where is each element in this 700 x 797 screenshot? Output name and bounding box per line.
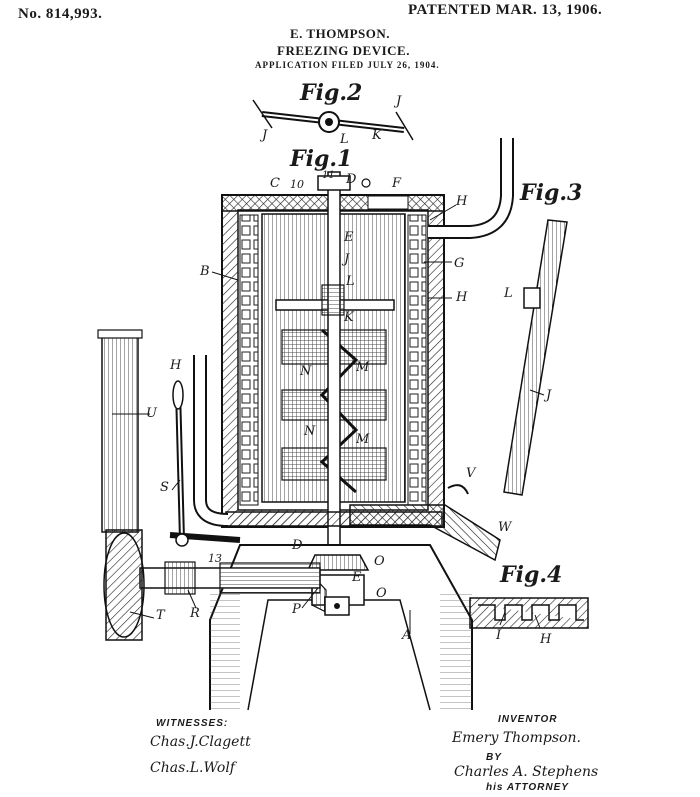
witness-signature-1: Chas.J.Clagett — [150, 734, 251, 750]
ref-U: U — [146, 406, 157, 421]
inventor-signature: Emery Thompson. — [452, 730, 581, 746]
fig2-drawing — [252, 99, 414, 141]
ref-O1: O — [374, 554, 385, 569]
ref-N1: N — [300, 364, 312, 379]
ref-W: W — [498, 520, 512, 535]
witness-signature-2: Chas.L.Wolf — [150, 760, 235, 776]
ref-J: J — [344, 252, 350, 267]
ref-fig4-I: I — [496, 628, 502, 643]
ref-L: L — [346, 274, 355, 289]
ref-E-top: E — [344, 230, 354, 245]
ref-11: 11 — [322, 170, 335, 181]
fig2-label: Fig.2 — [300, 80, 363, 106]
ref-K: K — [344, 310, 354, 325]
attorney-label: his ATTORNEY — [486, 782, 569, 793]
ref-G: G — [454, 256, 465, 271]
ref-V: V — [466, 466, 476, 481]
ref-R: R — [190, 606, 200, 621]
ref-B: B — [200, 264, 210, 279]
patent-number: No. 814,993. — [18, 6, 103, 22]
fig4-drawing — [469, 597, 589, 629]
ref-10: 10 — [290, 178, 304, 191]
ref-M2: M — [356, 432, 370, 447]
ref-fig2-L: L — [340, 132, 349, 147]
patent-title: FREEZING DEVICE. — [277, 43, 410, 58]
ref-D-low: D — [292, 538, 303, 553]
fig3-label: Fig.3 — [520, 180, 583, 206]
ref-F: F — [392, 176, 402, 191]
ref-fig2-K: K — [372, 128, 382, 143]
attorney-signature: Charles A. Stephens — [454, 764, 599, 780]
patent-date: PATENTED MAR. 13, 1906. — [408, 2, 603, 18]
ref-fig2-J-right: J — [396, 94, 402, 109]
inventor-label: INVENTOR — [498, 714, 558, 725]
ref-H-top: H — [456, 194, 468, 209]
ref-fig4-H: H — [540, 632, 552, 647]
fig4-label: Fig.4 — [500, 562, 563, 588]
ref-C: C — [270, 176, 280, 191]
ref-N2: N — [304, 424, 316, 439]
ref-13: 13 — [208, 552, 222, 565]
fig1-drawing — [97, 138, 514, 711]
ref-fig2-J-left: J — [262, 128, 268, 143]
ref-S: S — [160, 480, 169, 495]
ref-O2: O — [376, 586, 387, 601]
fig1-label: Fig.1 — [290, 146, 353, 172]
ref-H-left: H — [170, 358, 182, 373]
witnesses-label: WITNESSES: — [156, 718, 229, 729]
fig3-drawing — [503, 219, 568, 496]
ref-A: A — [402, 628, 412, 643]
ref-P: P — [292, 602, 301, 617]
ref-D: D — [346, 172, 357, 187]
ref-H-right: H — [456, 290, 468, 305]
ref-fig3-J: J — [546, 388, 552, 403]
ref-T: T — [156, 608, 165, 623]
inventor-name: E. THOMPSON. — [290, 26, 391, 41]
ref-M1: M — [356, 360, 370, 375]
ref-E-low: E — [352, 570, 362, 585]
by-label: BY — [486, 752, 502, 763]
ref-fig3-L: L — [504, 286, 513, 301]
application-filed: APPLICATION FILED JULY 26, 1904. — [255, 60, 440, 70]
